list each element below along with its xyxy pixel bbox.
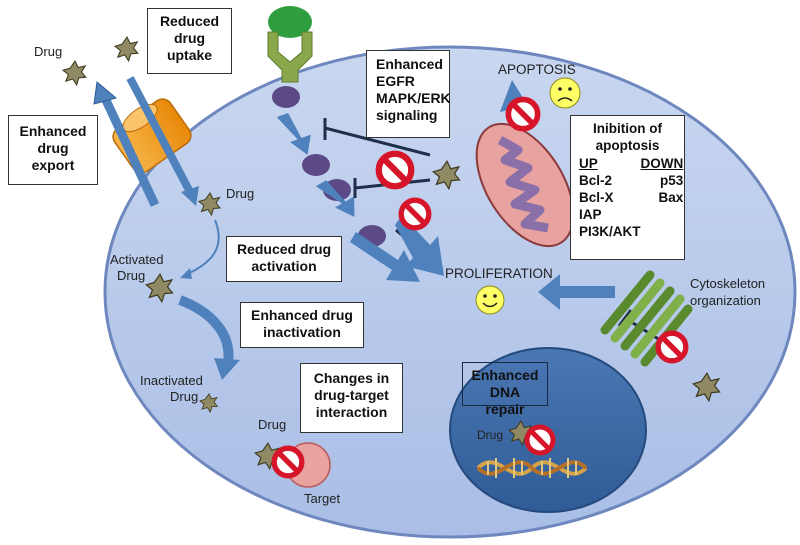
down-item: Bax bbox=[658, 190, 684, 205]
enhanced-egfr-signaling-box: Enhanced EGFR MAPK/ERK signaling bbox=[366, 50, 451, 138]
box-line: drug-target bbox=[314, 387, 389, 403]
proliferation-arrows bbox=[395, 215, 615, 310]
egfr-receptor-icon bbox=[267, 6, 313, 83]
box-line: Enhanced bbox=[471, 367, 539, 383]
reduced-drug-uptake-box: Reduced drug uptake bbox=[147, 8, 232, 74]
enhanced-dna-repair-box: Enhanced DNA repair bbox=[462, 362, 548, 417]
box-line: Reduced bbox=[159, 13, 220, 29]
box-line: Reduced drug bbox=[236, 241, 332, 257]
box-line: EGFR bbox=[376, 73, 415, 89]
drug-label: Drug bbox=[477, 428, 504, 442]
box-line: export bbox=[31, 157, 75, 173]
cytoskeleton-label: Cytoskeleton bbox=[690, 276, 766, 291]
up-item: Bcl-2 bbox=[579, 173, 613, 188]
apoptosis-box-title: Inibition of bbox=[593, 121, 662, 136]
box-line: drug bbox=[173, 30, 206, 46]
activated-drug-label: Drug bbox=[117, 268, 146, 283]
box-line: signaling bbox=[376, 107, 438, 123]
box-line: Enhanced bbox=[19, 123, 87, 139]
box-line: uptake bbox=[166, 47, 213, 63]
enhanced-drug-export-box: Enhanced drug export bbox=[8, 115, 98, 185]
box-line: interaction bbox=[315, 404, 388, 420]
smiley-happy-icon bbox=[475, 285, 505, 315]
smiley-sad-icon bbox=[549, 77, 581, 109]
drug-label: Drug bbox=[258, 417, 287, 432]
up-column: UP Bcl-2 Bcl-X IAP PI3K/AKT bbox=[579, 155, 641, 240]
drug-pathway-arrows bbox=[178, 219, 240, 380]
enhanced-drug-inactivation-box: Enhanced drug inactivation bbox=[240, 302, 364, 348]
up-header: UP bbox=[579, 156, 598, 171]
down-header: DOWN bbox=[640, 156, 684, 171]
activated-drug-label: Activated bbox=[110, 252, 164, 267]
box-line: drug bbox=[37, 140, 69, 156]
up-item: Bcl-X bbox=[579, 190, 614, 205]
inhibition-of-apoptosis-box: Inibition of apoptosis UP Bcl-2 Bcl-X IA… bbox=[570, 115, 685, 260]
proliferation-label: PROLIFERATION bbox=[445, 266, 553, 281]
up-item: IAP bbox=[579, 207, 602, 222]
inactivated-drug-label: Drug bbox=[170, 389, 199, 404]
mitochondrion-icon bbox=[475, 122, 575, 248]
drug-label: Drug bbox=[226, 186, 255, 201]
apoptosis-box-title: apoptosis bbox=[595, 138, 660, 153]
box-line: MAPK/ERK bbox=[376, 90, 451, 106]
inactivated-drug-label: Inactivated bbox=[140, 373, 203, 388]
cytoskeleton-label: organization bbox=[690, 293, 761, 308]
signaling-arrows bbox=[276, 113, 420, 282]
box-line: Changes in bbox=[313, 370, 390, 386]
box-line: Enhanced drug bbox=[251, 307, 353, 323]
cell-membrane bbox=[103, 45, 797, 539]
down-column: DOWN p53 Bax bbox=[641, 155, 684, 240]
box-line: activation bbox=[251, 258, 317, 274]
drug-label: Drug bbox=[34, 44, 63, 59]
reduced-drug-activation-box: Reduced drug activation bbox=[226, 236, 342, 282]
apoptosis-columns: UP Bcl-2 Bcl-X IAP PI3K/AKT DOWN p53 Bax bbox=[579, 155, 683, 240]
box-line: inactivation bbox=[263, 324, 341, 340]
up-item: PI3K/AKT bbox=[579, 224, 641, 239]
down-item: p53 bbox=[660, 173, 684, 188]
box-line: Enhanced bbox=[376, 56, 443, 72]
target-label: Target bbox=[304, 491, 341, 506]
drug-target-interaction-box: Changes in drug-target interaction bbox=[300, 363, 403, 433]
apoptosis-label: APOPTOSIS bbox=[498, 62, 576, 77]
dna-helix-icon bbox=[476, 458, 588, 478]
membrane-transport-arrows bbox=[93, 76, 199, 207]
box-line: DNA repair bbox=[485, 384, 525, 417]
